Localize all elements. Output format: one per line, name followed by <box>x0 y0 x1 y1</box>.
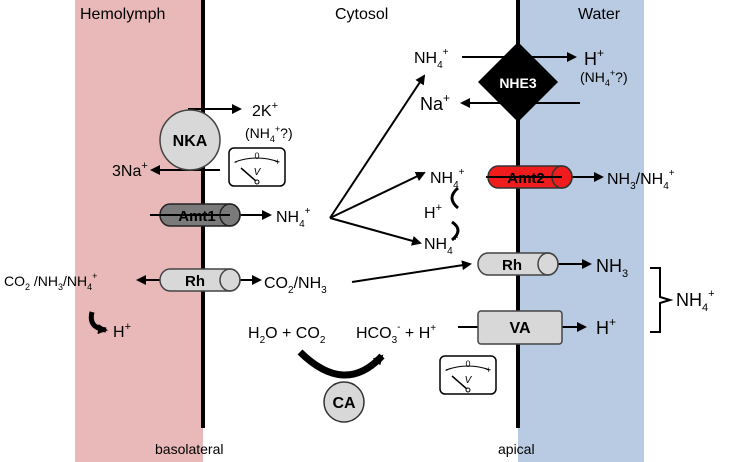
nhe3-transporter <box>478 42 558 122</box>
svg-text:V: V <box>465 375 473 386</box>
svg-text:-: - <box>234 157 237 167</box>
rh-baso-label: Rh <box>185 273 205 290</box>
amt1-nh4-label: NH4+ <box>276 206 311 230</box>
svg-text:+: + <box>275 157 280 167</box>
voltmeter-icon-baso: 0 - + V <box>228 147 286 187</box>
amt2-nh4-label: NH4+ <box>430 167 465 191</box>
va-pump <box>477 310 563 345</box>
nka-na-label: 3Na+ <box>112 160 148 180</box>
amt2-label: Amt2 <box>507 170 545 187</box>
hco3-label: HCO3- + H+ <box>356 322 436 346</box>
bracket-nh4-label: NH4+ <box>676 288 715 314</box>
svg-text:0: 0 <box>254 151 259 161</box>
rh-apical-transporter <box>477 252 559 276</box>
svg-text:+: + <box>486 365 491 375</box>
nka-nh4-alt-label: (NH4+?) <box>245 124 293 144</box>
nka-k-label: 2K+ <box>252 100 278 120</box>
cytosol-title: Cytosol <box>335 6 388 23</box>
bracket <box>650 267 674 333</box>
hemolymph-region <box>75 0 203 462</box>
ca-curved-arrow <box>297 349 385 379</box>
nhe3-label: NHE3 <box>499 75 537 91</box>
rh-apical-label: Rh <box>502 257 522 274</box>
fan-arrow-to-amt2 <box>329 171 426 219</box>
proton-curve-upper <box>450 186 460 210</box>
co2-nh3-to-rh-apical-arrow <box>351 260 472 283</box>
nhe3-h-alt-label: (NH4+?) <box>580 68 628 88</box>
nka-label: NKA <box>173 133 208 150</box>
basolateral-label: basolateral <box>155 441 224 457</box>
svg-text:0: 0 <box>465 359 470 369</box>
svg-text:V: V <box>254 167 262 178</box>
apical-label: apical <box>498 441 535 457</box>
amt1-label: Amt1 <box>178 208 216 225</box>
rh-apical-out-label: NH3 <box>596 256 628 280</box>
cyt-h-label: H+ <box>424 202 442 222</box>
water-title: Water <box>578 6 621 23</box>
nhe3-h-label: H+ <box>584 46 604 69</box>
svg-text:-: - <box>445 365 448 375</box>
va-label: VA <box>509 320 530 337</box>
va-h-label: H+ <box>596 315 616 338</box>
h2o-co2-label: H2O + CO2 <box>248 325 326 346</box>
nhe3-na-label: Na+ <box>420 91 450 114</box>
rh-baso-right-label: CO2/NH3 <box>264 275 327 296</box>
baso-h-label: H+ <box>113 321 131 341</box>
ca-enzyme <box>323 381 365 423</box>
ca-label: CA <box>332 395 356 412</box>
proton-curve-lower <box>450 220 460 242</box>
rh-baso-transporter <box>159 268 241 292</box>
voltmeter-icon-apical: 0 - + V <box>439 355 497 395</box>
fan-arrow-to-lower <box>329 217 422 246</box>
lower-nh4-label: NH4+ <box>424 233 459 257</box>
fan-arrow-to-nhe3 <box>329 74 426 219</box>
nka-pump <box>159 109 221 171</box>
baso-curved-arrow <box>88 311 108 335</box>
nhe3-nh4-label: NH4+ <box>414 47 449 71</box>
hemolymph-title: Hemolymph <box>80 6 165 23</box>
rh-baso-left-label: CO2 /NH3/NH4+ <box>4 271 97 292</box>
amt2-out-label: NH3/NH4+ <box>607 168 675 192</box>
